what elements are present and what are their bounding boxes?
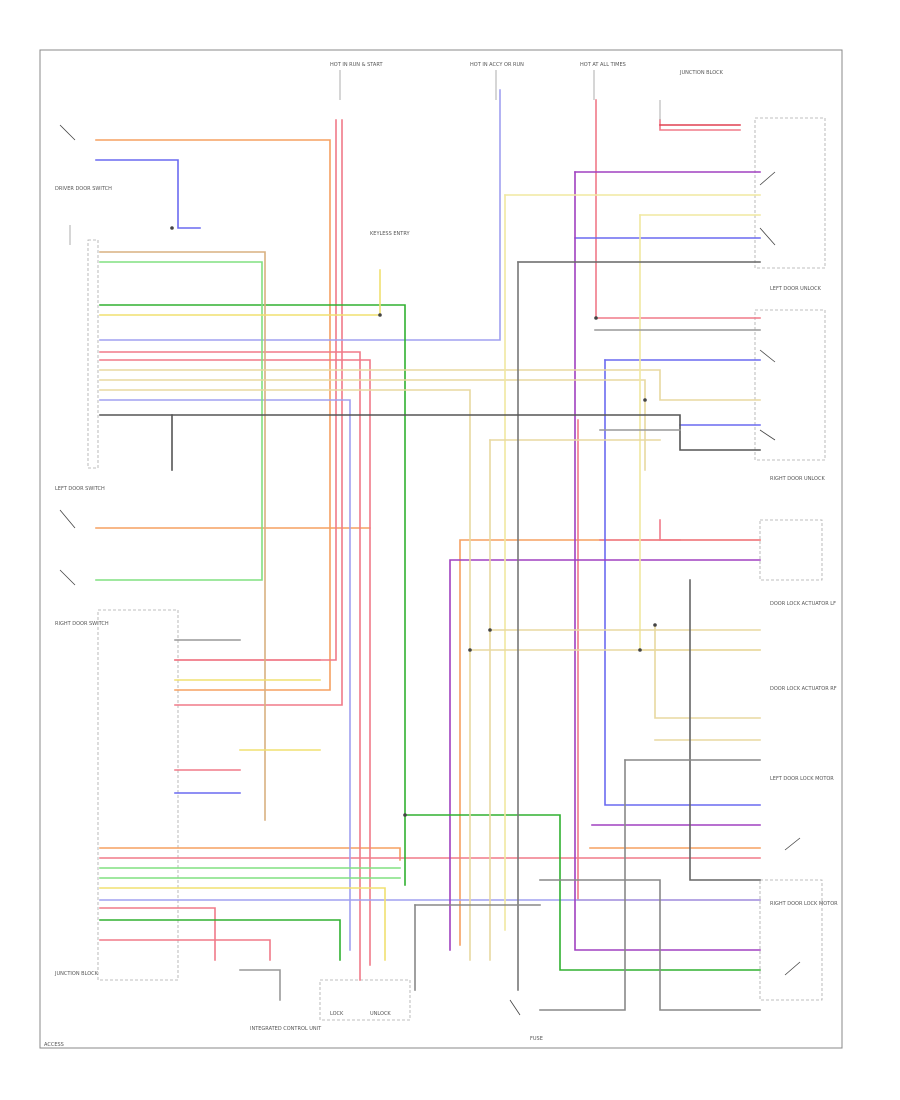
- label-door-lock-actuator-rf: DOOR LOCK ACTUATOR RF: [770, 686, 837, 692]
- wire: [689, 579, 761, 881]
- label-integrated-control-unit: INTEGRATED CONTROL UNIT: [250, 1026, 322, 1032]
- wire: [95, 261, 263, 581]
- junction-block-bottom: [97, 609, 179, 981]
- wire: [99, 847, 401, 861]
- wire: [99, 89, 501, 341]
- label-right-door-lock-motor: RIGHT DOOR LOCK MOTOR: [770, 901, 838, 907]
- wire: [99, 351, 361, 981]
- label-driver-door-switch: DRIVER DOOR SWITCH: [55, 186, 112, 192]
- label-right-door-switch: RIGHT DOOR SWITCH: [55, 621, 109, 627]
- label-left-door-unlock: LEFT DOOR UNLOCK: [770, 286, 822, 292]
- wire: [659, 519, 761, 541]
- wire: [99, 269, 381, 316]
- wire: [449, 559, 761, 951]
- wire: [99, 907, 216, 961]
- switch-symbol: [759, 227, 776, 246]
- wires: [95, 89, 761, 1011]
- label-door-lock-actuator-lf: DOOR LOCK ACTUATOR LF: [770, 601, 836, 607]
- junction-dot: [653, 623, 657, 627]
- wire: [539, 879, 761, 1011]
- wire: [99, 389, 471, 961]
- switch-symbol: [759, 171, 776, 186]
- switch-symbol: [509, 999, 521, 1016]
- label-lock: LOCK: [330, 1011, 344, 1017]
- switch-symbols: [59, 124, 801, 1016]
- wire: [99, 399, 351, 951]
- switch-symbol: [59, 124, 76, 141]
- label-right-door-unlock: RIGHT DOOR UNLOCK: [770, 476, 825, 482]
- junction-dot: [468, 648, 472, 652]
- label-left-door-lock-motor: LEFT DOOR LOCK MOTOR: [770, 776, 834, 782]
- wire: [99, 304, 406, 886]
- component-outlines: [87, 117, 826, 1021]
- wire: [174, 119, 343, 706]
- label-junction-block-top: JUNCTION BLOCK: [679, 70, 724, 76]
- wire: [595, 99, 761, 319]
- control-unit-box: [319, 979, 411, 1021]
- actuator-box-right: [759, 519, 823, 581]
- label-footer: ACCESS: [44, 1042, 64, 1048]
- switch-symbol: [784, 837, 801, 851]
- junction-dot: [638, 648, 642, 652]
- wire: [574, 171, 761, 951]
- wire: [99, 939, 271, 961]
- fuse-stubs: [69, 70, 661, 245]
- wire: [95, 159, 201, 229]
- wire: [99, 379, 646, 471]
- wire: [99, 359, 371, 966]
- label-hot-accy-run: HOT IN ACCY OR RUN: [470, 62, 524, 68]
- wire: [659, 119, 741, 131]
- switch-symbol: [59, 509, 76, 529]
- junction-dot: [403, 813, 407, 817]
- switch-symbol: [759, 429, 776, 441]
- wire: [99, 414, 761, 451]
- junction-dot: [594, 316, 598, 320]
- label-hot-all-times: HOT AT ALL TIMES: [580, 62, 626, 68]
- junction-block-left-connector: [87, 239, 99, 469]
- motor-box-right: [759, 879, 823, 1001]
- wire: [99, 369, 761, 401]
- junction-dot: [170, 226, 174, 230]
- switch-symbol: [784, 961, 801, 976]
- switch-symbol: [759, 349, 776, 363]
- junction-dot: [488, 628, 492, 632]
- label-fuse: FUSE: [530, 1036, 543, 1042]
- junction-dot: [378, 313, 382, 317]
- wire: [99, 887, 386, 961]
- diagram-frame: [39, 49, 843, 1049]
- label-junction-block-bottom: JUNCTION BLOCK: [54, 971, 99, 977]
- label-keyless-entry: KEYLESS ENTRY: [370, 231, 410, 237]
- wire: [239, 969, 281, 1001]
- wire: [404, 814, 761, 971]
- wire: [604, 359, 761, 806]
- wire: [539, 759, 626, 1011]
- wire: [639, 214, 761, 651]
- wire: [99, 251, 266, 821]
- switch-box-top: [754, 117, 826, 269]
- junction-dot: [643, 398, 647, 402]
- switch-symbol: [59, 569, 76, 586]
- wire: [99, 919, 341, 961]
- switch-box-mid: [754, 309, 826, 461]
- label-hot-run-start: HOT IN RUN & START: [330, 62, 383, 68]
- junction-dots: [170, 226, 657, 817]
- label-unlock: UNLOCK: [370, 1011, 391, 1017]
- wire: [654, 624, 761, 719]
- label-left-door-switch: LEFT DOOR SWITCH: [55, 486, 105, 492]
